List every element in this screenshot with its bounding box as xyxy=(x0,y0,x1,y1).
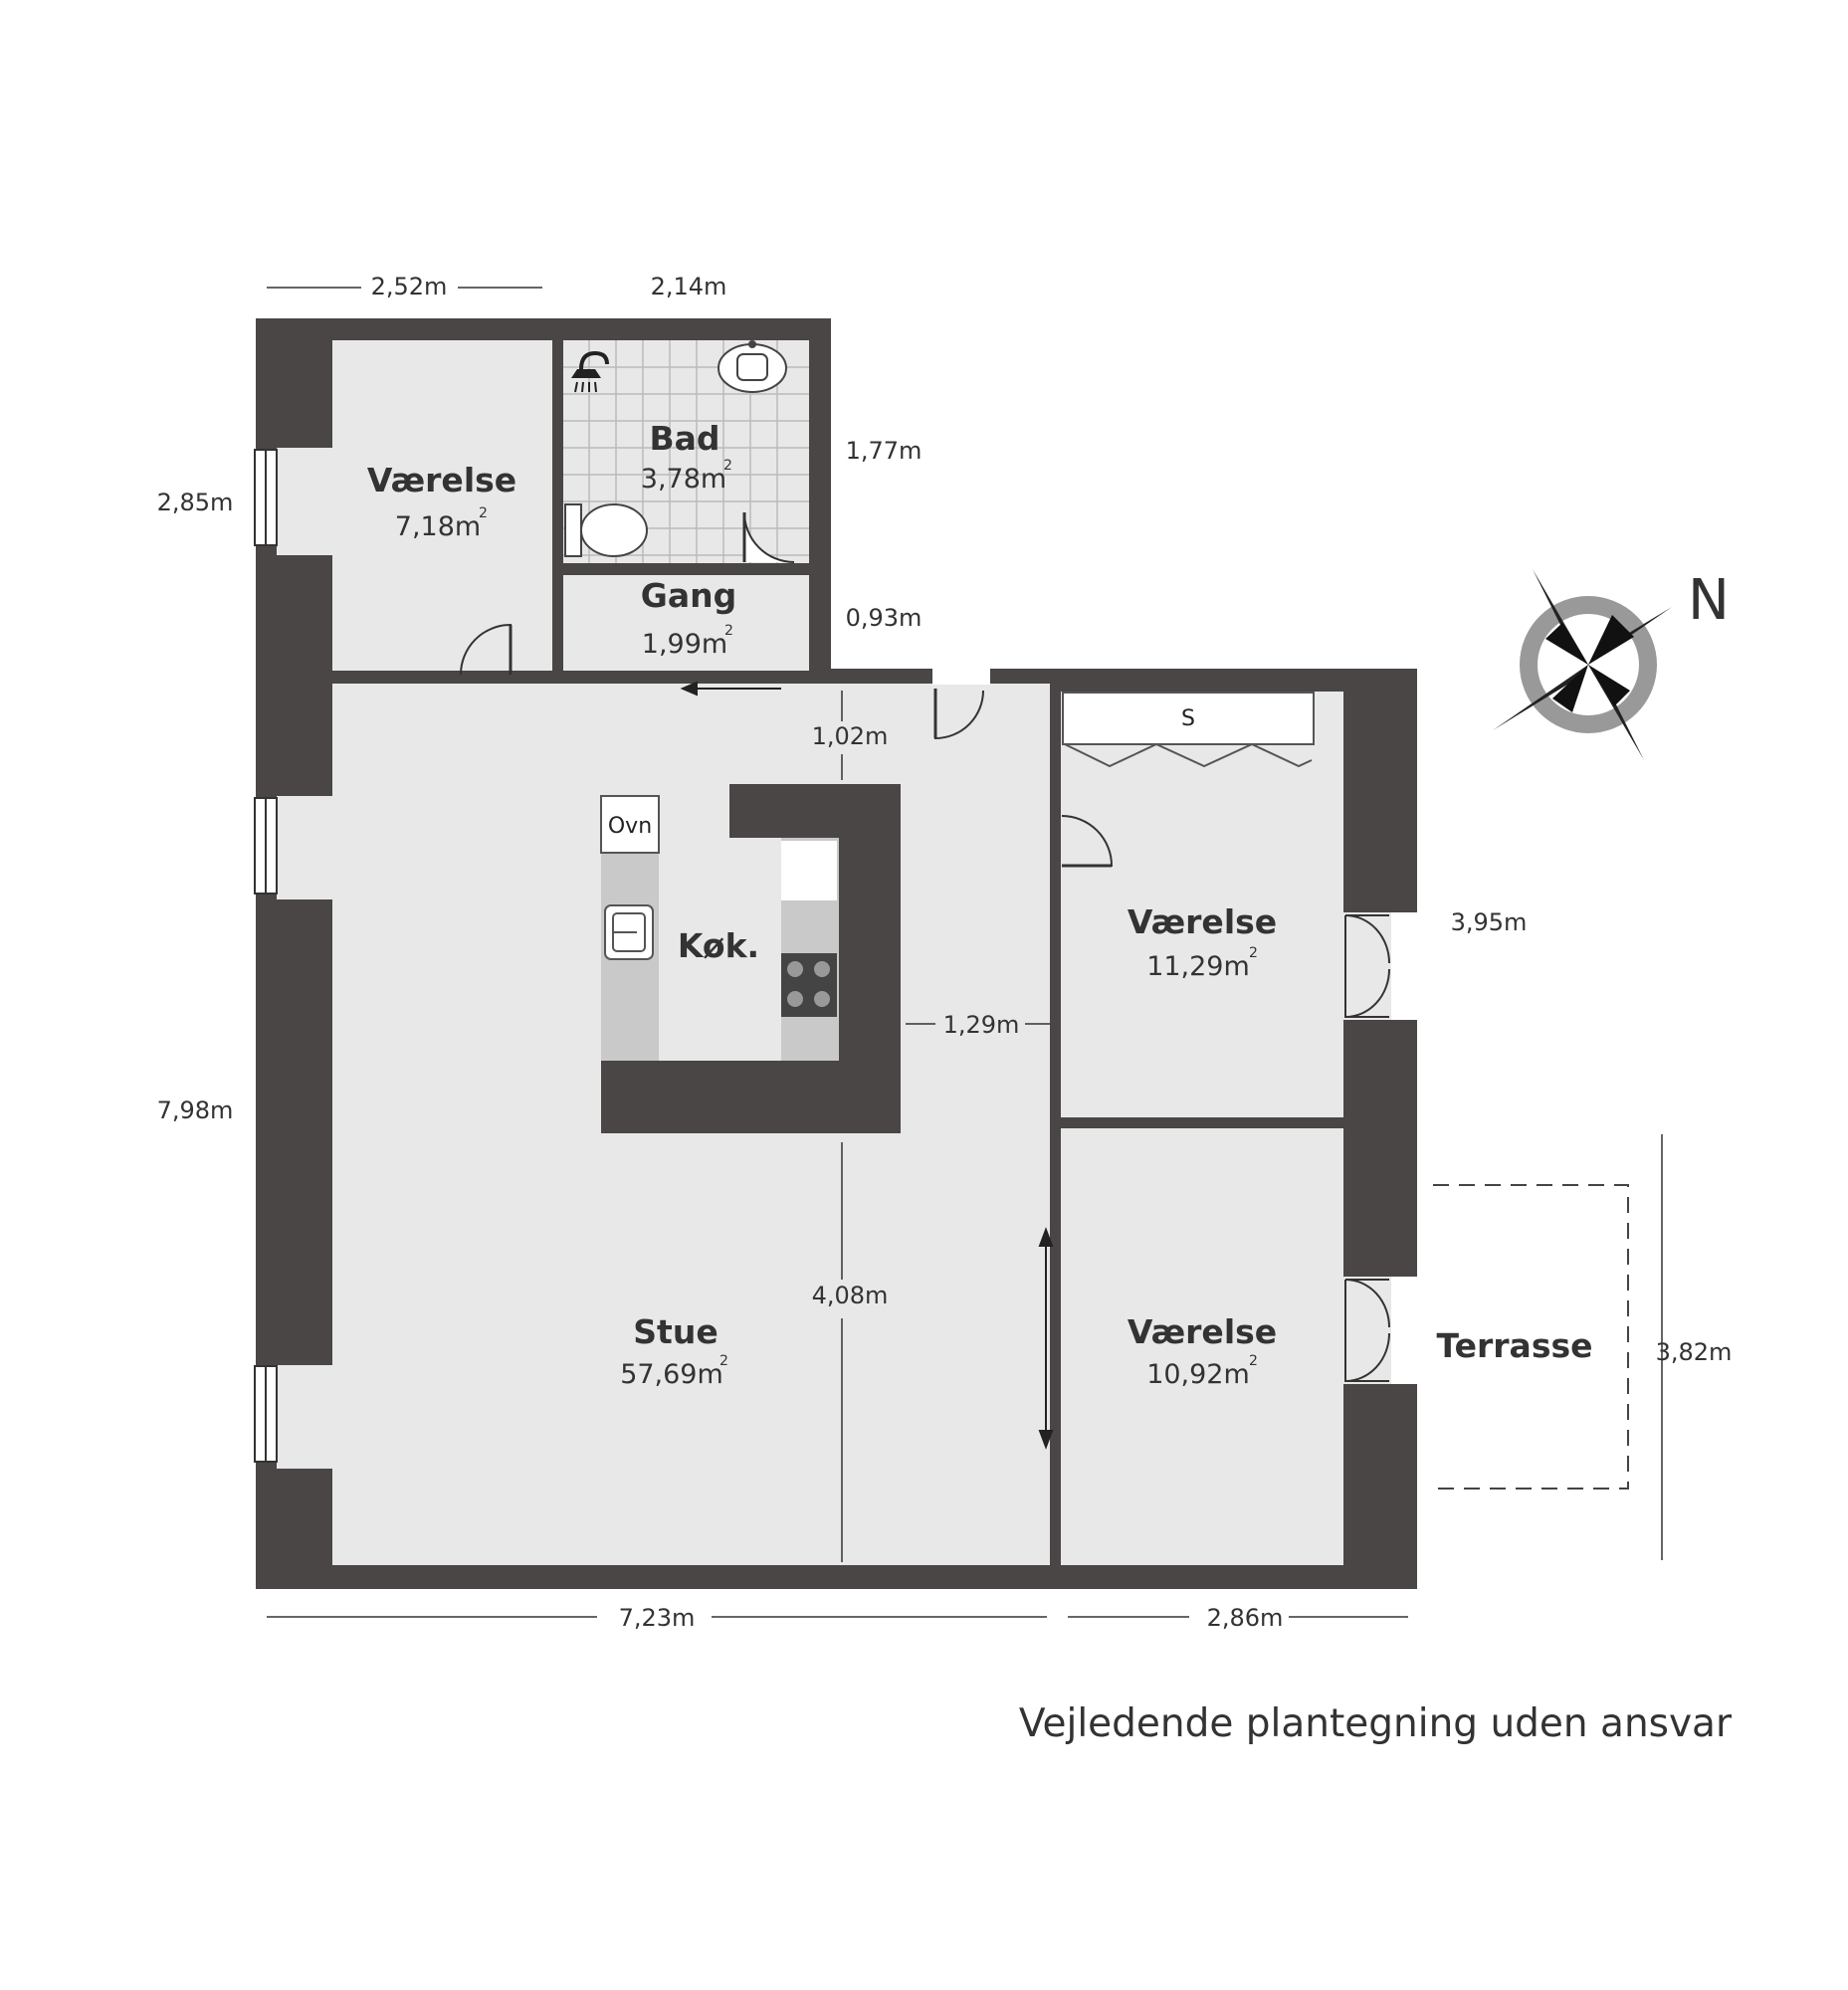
room-area-vaerelse-nw: 7,18m xyxy=(395,511,481,542)
room-area-vaerelse-e1: 11,29m xyxy=(1146,951,1250,982)
dim-bottom-right: 2,86m xyxy=(1207,1604,1284,1632)
dim-bath-height: 1,77m xyxy=(846,437,923,465)
terrace-door-1 xyxy=(1344,914,1390,1018)
compass-north-label: N xyxy=(1688,568,1730,633)
dim-top-mid: 2,14m xyxy=(651,273,727,300)
dimension-lines xyxy=(267,287,1663,1618)
room-labels: Værelse 7,18m 2 Bad 3,78m 2 Gang 1,99m 2… xyxy=(367,419,1593,1390)
fixture-labels: Ovn S xyxy=(608,706,1195,839)
svg-text:2: 2 xyxy=(1249,945,1258,961)
oven-label: Ovn xyxy=(608,814,652,839)
svg-text:2: 2 xyxy=(479,505,488,521)
sliding-door-arrows xyxy=(680,681,1054,1450)
room-area-vaerelse-e2: 10,92m xyxy=(1146,1359,1250,1390)
svg-text:2: 2 xyxy=(719,1353,728,1369)
svg-text:2: 2 xyxy=(724,623,733,639)
dim-kitchen-gap: 1,29m xyxy=(943,1011,1020,1039)
dim-east-room: 3,95m xyxy=(1451,908,1528,936)
wardrobe xyxy=(1062,692,1315,768)
kitchen xyxy=(600,784,901,1133)
dim-terrace: 3,82m xyxy=(1656,1338,1733,1366)
room-name-kok: Køk. xyxy=(678,926,759,965)
wardrobe-label: S xyxy=(1181,706,1195,731)
dim-corridor: 1,02m xyxy=(812,722,889,750)
oven xyxy=(600,795,660,854)
doors xyxy=(460,511,1390,1382)
compass-icon xyxy=(1493,569,1672,760)
room-name-vaerelse-nw: Værelse xyxy=(367,461,516,499)
sink-icon xyxy=(718,340,787,393)
room-nw-door xyxy=(460,623,512,676)
terrace-outline xyxy=(1433,1184,1629,1490)
room-e1-door xyxy=(1061,815,1114,867)
window-recesses xyxy=(277,448,1397,1469)
kitchen-sink-icon xyxy=(604,904,654,960)
room-area-gang: 1,99m xyxy=(642,629,727,660)
dim-left-upper: 2,85m xyxy=(157,489,234,516)
svg-text:2: 2 xyxy=(1249,1353,1258,1369)
dim-top-left: 2,52m xyxy=(371,273,448,300)
room-name-gang: Gang xyxy=(641,576,736,615)
room-name-stue: Stue xyxy=(633,1312,718,1351)
room-name-bad: Bad xyxy=(649,419,719,458)
room-name-vaerelse-e2: Værelse xyxy=(1128,1312,1277,1351)
shower-icon xyxy=(571,350,609,393)
toilet-icon xyxy=(564,503,648,557)
dim-left-main: 7,98m xyxy=(157,1096,234,1124)
dim-bottom-left: 7,23m xyxy=(619,1604,696,1632)
entry-door xyxy=(934,689,984,740)
door-openings xyxy=(932,669,1417,1384)
windows xyxy=(254,449,278,1463)
dim-gang-height: 0,93m xyxy=(846,604,923,632)
room-area-bad: 3,78m xyxy=(641,464,726,495)
east-wall-piers xyxy=(1343,692,1393,1565)
fridge xyxy=(781,841,837,900)
stove-icon xyxy=(781,953,837,1017)
terrace-door-2 xyxy=(1344,1279,1390,1382)
kitchen-island-wall xyxy=(601,784,901,1133)
room-area-stue: 57,69m xyxy=(620,1359,723,1390)
dimension-labels: 2,52m 2,14m 2,85m 7,98m 1,77m 0,93m 1,02… xyxy=(157,273,1733,1632)
dim-stue-height: 4,08m xyxy=(812,1282,889,1309)
room-name-terrasse: Terrasse xyxy=(1437,1326,1593,1365)
svg-text:2: 2 xyxy=(723,458,732,474)
interior-walls xyxy=(328,338,1397,1570)
room-name-vaerelse-e1: Værelse xyxy=(1128,902,1277,941)
disclaimer: Vejledende plantegning uden ansvar xyxy=(1019,1701,1733,1746)
